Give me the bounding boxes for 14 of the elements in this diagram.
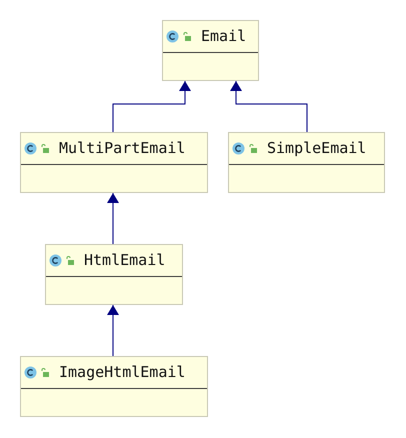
- class-name: ImageHtmlEmail: [59, 362, 186, 384]
- class-name: SimpleEmail: [267, 138, 366, 160]
- class-name: MultiPartEmail: [59, 138, 186, 160]
- class-name: HtmlEmail: [84, 250, 166, 272]
- inheritance-arrow: [107, 192, 119, 244]
- class-box: [20, 132, 208, 193]
- class-box: [45, 244, 183, 305]
- class-box: [162, 20, 259, 81]
- class-name: Email: [201, 26, 246, 48]
- class-box: [20, 356, 208, 417]
- inheritance-arrow: [230, 80, 308, 132]
- inheritance-arrow: [112, 80, 191, 132]
- class-box: [228, 132, 385, 193]
- inheritance-arrow: [107, 304, 119, 356]
